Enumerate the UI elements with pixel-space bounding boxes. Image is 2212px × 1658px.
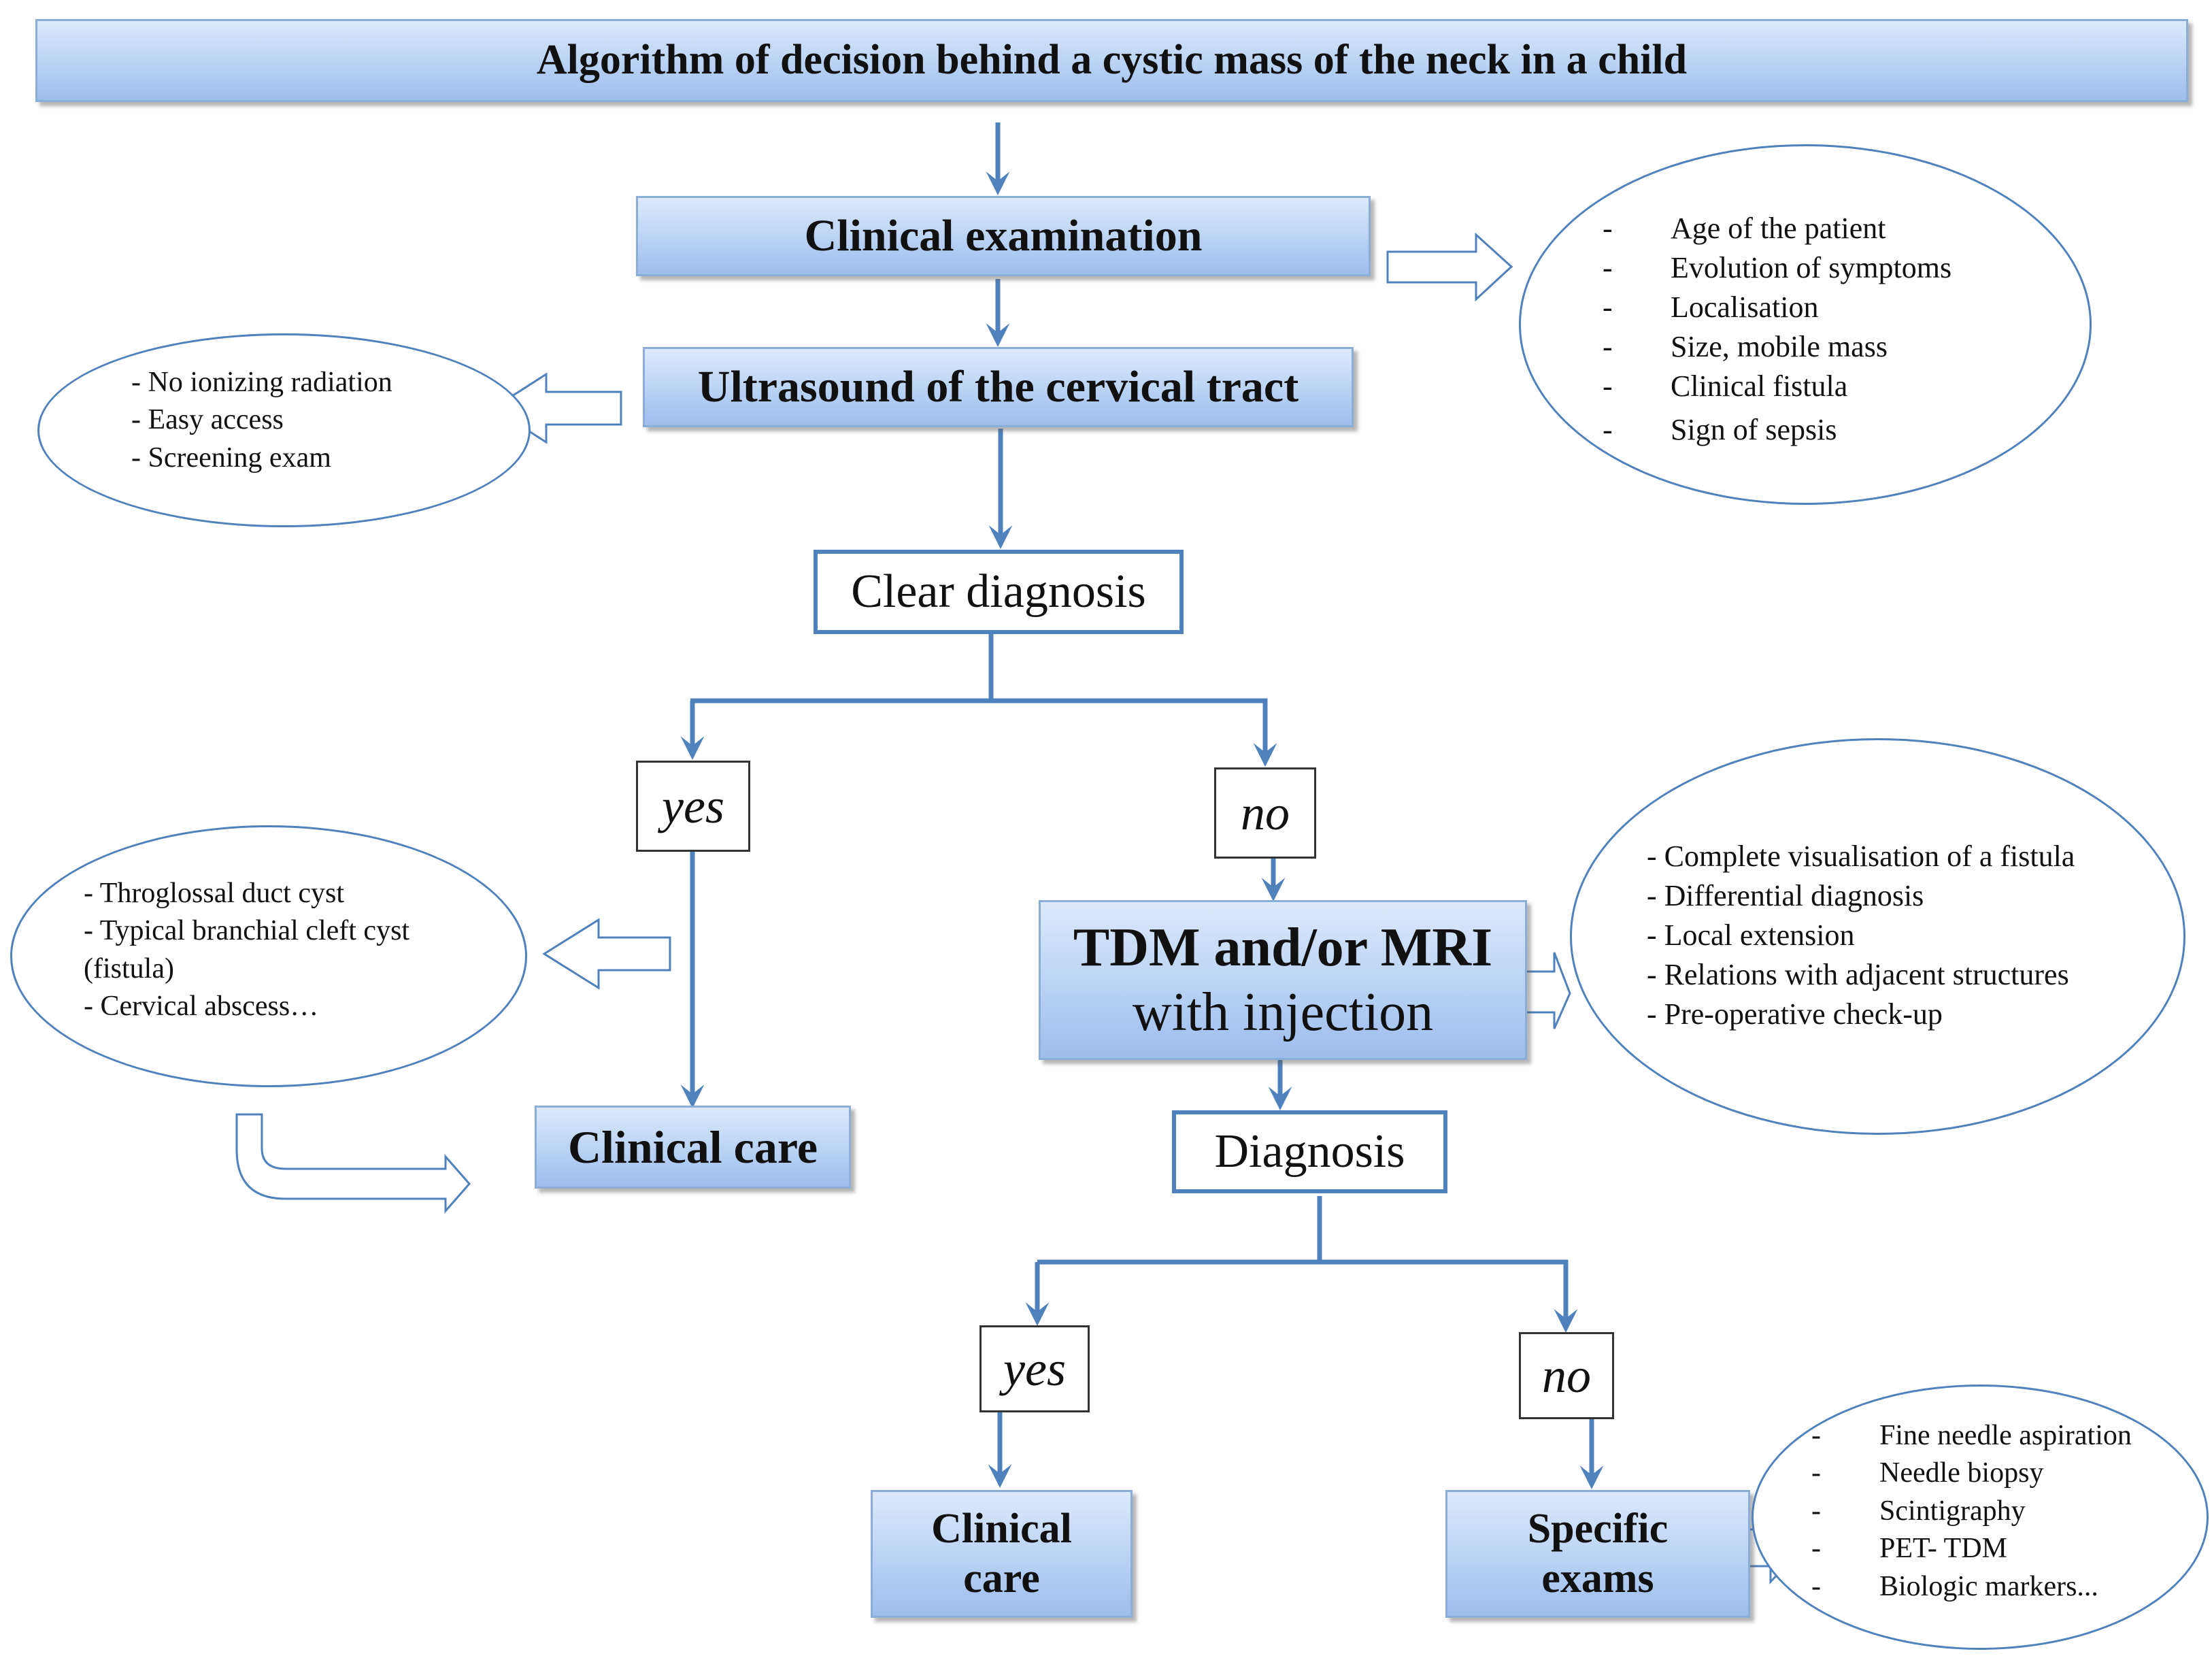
list-item: (fistula) <box>84 952 174 984</box>
tdm-mri-box: TDM and/or MRI with injection <box>1039 900 1527 1060</box>
list-item: - Throglossal duct cyst <box>84 878 345 909</box>
no-box-bottom: no <box>1519 1332 1614 1419</box>
tdm-mri-label-line2: with injection <box>1132 982 1434 1042</box>
clinical-examination-label: Clinical examination <box>804 211 1203 261</box>
list-item: - Screening exam <box>131 442 331 474</box>
clear-diagnoses-list: - Throglossal duct cyst - Typical branch… <box>84 875 409 1026</box>
clinical-care-label: Clinical care <box>568 1121 818 1173</box>
clear-diagnosis-box: Clear diagnosis <box>814 550 1184 634</box>
branch-clear-diagnosis <box>690 631 994 703</box>
list-item: - No ionizing radiation <box>131 367 392 398</box>
page-title-text: Algorithm of decision behind a cystic ma… <box>536 37 1688 84</box>
ultrasound-benefits-list: - No ionizing radiation - Easy access - … <box>131 364 392 477</box>
list-item: - Differential diagnosis <box>1647 879 1924 913</box>
list-item: -Biologic markers... <box>1811 1570 2098 1602</box>
list-item: - Cervical abscess… <box>84 991 319 1023</box>
list-item: - Relations with adjacent structures <box>1647 958 2069 992</box>
arrow-diagnosis-no <box>1320 1259 1578 1333</box>
list-item: -PET- TDM <box>1811 1533 2007 1565</box>
clinical-care-box: Clinical care <box>535 1106 851 1189</box>
specific-exams-line2: exams <box>1541 1555 1654 1602</box>
list-item: - Complete visualisation of a fistula <box>1647 840 2075 873</box>
imaging-goals-ellipse: - Complete visualisation of a fistula - … <box>1570 738 2185 1135</box>
page-title: Algorithm of decision behind a cystic ma… <box>35 19 2188 102</box>
exam-criteria-list: -Age of the patient -Evolution of sympto… <box>1603 209 1951 450</box>
list-item: -Fine needle aspiration <box>1811 1420 2132 1451</box>
list-item: -Clinical fistula <box>1603 369 1848 403</box>
yes-label-top: yes <box>662 778 724 833</box>
yes-label-bottom: yes <box>1003 1341 1066 1396</box>
hollow-arrow-clear-diagnoses <box>542 918 671 990</box>
no-label-bottom: no <box>1542 1348 1591 1403</box>
ultrasound-benefits-ellipse: - No ionizing radiation - Easy access - … <box>37 333 531 527</box>
list-item: - Local extension <box>1647 918 1855 952</box>
exam-criteria-ellipse: -Age of the patient -Evolution of sympto… <box>1519 144 2092 505</box>
list-item: - Typical branchial cleft cyst <box>84 915 410 947</box>
list-item: -Scintigraphy <box>1811 1495 2026 1527</box>
branch-diagnosis <box>1037 1196 1322 1265</box>
no-label-top: no <box>1241 785 1290 840</box>
list-item: - Pre-operative check-up <box>1647 997 1943 1031</box>
clinical-care-bottom-box: Clinical care <box>871 1490 1133 1618</box>
no-box-top: no <box>1214 767 1316 859</box>
list-item: -Age of the patient <box>1603 212 1886 245</box>
yes-box-top: yes <box>636 761 750 852</box>
specific-exams-line1: Specific <box>1527 1505 1669 1552</box>
ultrasound-box: Ultrasound of the cervical tract <box>643 347 1354 427</box>
list-item: -Sign of sepsis <box>1603 413 1837 447</box>
list-item: -Localisation <box>1603 291 1819 325</box>
list-item: -Needle biopsy <box>1811 1457 2044 1489</box>
list-item: - Easy access <box>131 404 284 436</box>
clinical-care-bottom-line1: Clinical <box>931 1505 1072 1552</box>
specific-exams-ellipse: -Fine needle aspiration -Needle biopsy -… <box>1752 1385 2209 1650</box>
yes-box-bottom: yes <box>979 1325 1090 1412</box>
diagnosis-box: Diagnosis <box>1172 1110 1447 1193</box>
clinical-examination-box: Clinical examination <box>636 196 1371 276</box>
imaging-goals-list: - Complete visualisation of a fistula - … <box>1647 837 2075 1034</box>
hollow-curved-arrow-to-clinical-care <box>235 1113 471 1214</box>
list-item: -Size, mobile mass <box>1603 330 1888 364</box>
ultrasound-label: Ultrasound of the cervical tract <box>697 362 1299 412</box>
arrow-branch-no <box>991 698 1277 767</box>
specific-exams-box: Specific exams <box>1445 1490 1750 1618</box>
clear-diagnoses-ellipse: - Throglossal duct cyst - Typical branch… <box>10 825 527 1087</box>
specific-exams-list: -Fine needle aspiration -Needle biopsy -… <box>1811 1417 2132 1606</box>
diagnosis-label: Diagnosis <box>1214 1125 1405 1178</box>
tdm-mri-label-line1: TDM and/or MRI <box>1073 918 1493 978</box>
hollow-arrow-exam-criteria <box>1386 232 1513 302</box>
clinical-care-bottom-line2: care <box>963 1555 1040 1602</box>
clear-diagnosis-label: Clear diagnosis <box>851 565 1146 618</box>
list-item: -Evolution of symptoms <box>1603 251 1952 285</box>
